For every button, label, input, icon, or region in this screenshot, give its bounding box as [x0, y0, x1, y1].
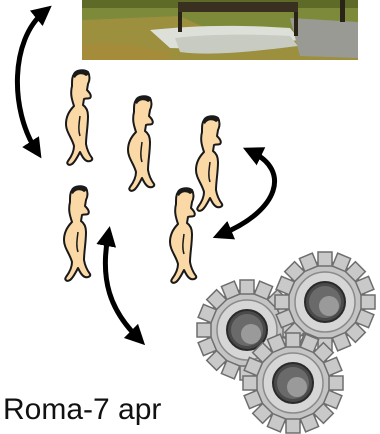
walking-man-icon — [66, 70, 92, 165]
double-headed-curved-arrow-icon — [222, 152, 275, 234]
double-headed-curved-arrow-icon — [105, 236, 138, 338]
walking-man-icon — [196, 116, 222, 211]
landscape-photo — [82, 0, 358, 60]
walking-man-icon — [170, 188, 196, 283]
walking-man-icon — [64, 186, 90, 281]
walking-man-icon — [128, 96, 154, 191]
gears-icon — [197, 252, 375, 433]
double-headed-curved-arrow-icon — [17, 12, 44, 150]
caption: Roma-7 apr — [3, 393, 161, 427]
